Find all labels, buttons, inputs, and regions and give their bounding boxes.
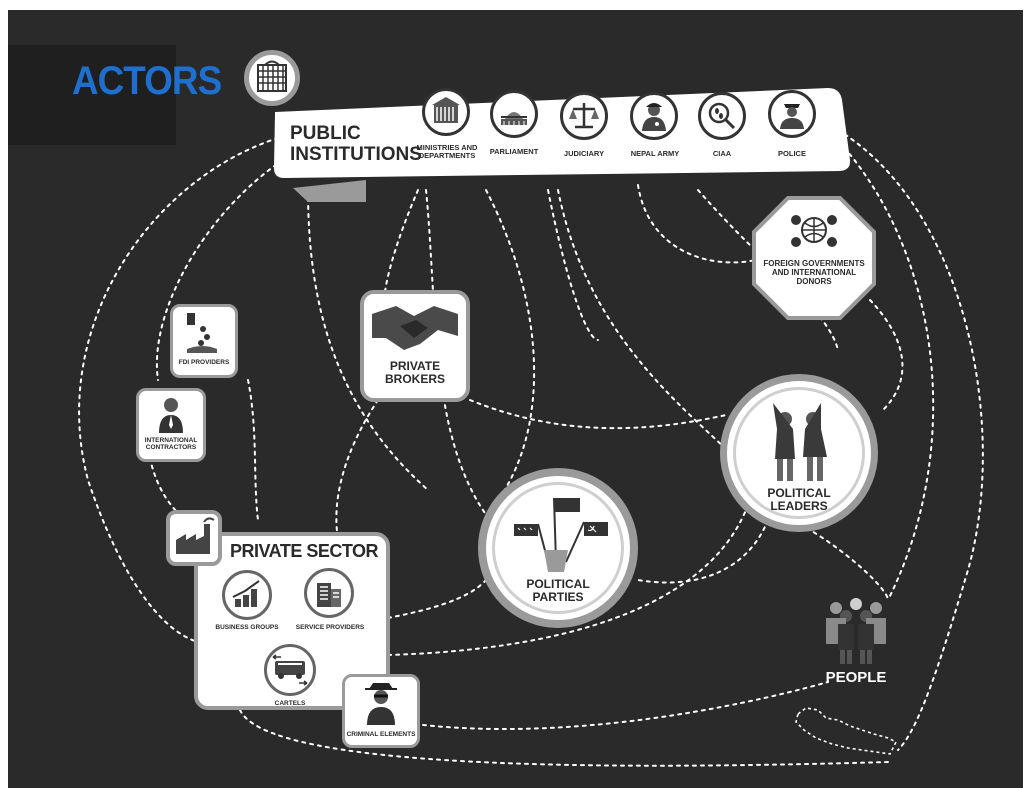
fdi-label: FDI PROVIDERS: [178, 359, 230, 366]
ciaa-label: CIAA: [712, 149, 732, 158]
factory-badge: [166, 510, 222, 566]
foreign-donors-label: FOREIGN GOVERNMENTS AND INTERNATIONAL DO…: [754, 259, 874, 286]
public-label-line1: PUBLIC: [290, 123, 361, 144]
brokers-label: PRIVATE BROKERS: [364, 359, 466, 387]
fdi-providers-card: FDI PROVIDERS: [170, 304, 238, 378]
ministries-label-line1: MINISTRIES AND: [416, 143, 478, 152]
brokers-line2: BROKERS: [384, 372, 445, 387]
contractors-line2: CONTRACTORS: [145, 444, 197, 452]
cartels-label: CARTELS: [274, 700, 306, 707]
public-label-line2: INSTITUTIONS: [290, 143, 422, 165]
foreign-donors-octagon: [752, 196, 876, 320]
diagram-canvas: ACTORS PUBLIC INSTITUTIONS MINISTRIES AN…: [8, 10, 1023, 788]
parties-inner-ring: [492, 482, 624, 614]
parties-line1: POLITICAL: [526, 577, 590, 591]
parliament-label: PARLIAMENT: [489, 147, 539, 156]
private-brokers-card: PRIVATE BROKERS: [360, 290, 470, 402]
globe-currency-icon: [791, 215, 837, 247]
handshake-icon: [372, 306, 458, 350]
businessman-icon: [159, 398, 183, 433]
flags-icon: [514, 497, 608, 572]
title-block: ACTORS: [8, 45, 222, 145]
public-institutions-icon: [244, 50, 300, 106]
parliament-icon: [490, 90, 538, 138]
people-group-icon: [826, 598, 886, 664]
political-parties-circle: POLITICAL PARTIES: [478, 468, 638, 628]
leaders-line1: POLITICAL: [767, 486, 831, 500]
ministries-label-line2: DEPARTMENTS: [418, 151, 476, 161]
leaders-line2: LEADERS: [770, 499, 828, 514]
foreign-line2: AND INTERNATIONAL: [771, 267, 857, 277]
ministries-label: MINISTRIES AND DEPARTMENTS: [410, 143, 484, 161]
bus-icon: [264, 644, 316, 696]
police-officer-icon: [768, 90, 816, 138]
business-growth-icon: [222, 570, 272, 620]
international-contractors-card: INTERNATIONAL CONTRACTORS: [136, 388, 206, 462]
office-buildings-icon: [304, 568, 354, 618]
parties-label: POLITICAL PARTIES: [486, 577, 630, 605]
service-providers-label: SERVICE PROVIDERS: [295, 624, 365, 631]
private-sector-title: PRIVATE SECTOR: [230, 541, 379, 561]
page-title: ACTORS: [72, 59, 222, 103]
contractors-label: INTERNATIONAL CONTRACTORS: [139, 437, 203, 451]
foreign-line1: FOREIGN GOVERNMENTS: [763, 259, 865, 268]
people-label: PEOPLE: [825, 669, 887, 686]
factory-icon: [176, 517, 215, 554]
judiciary-label: JUDICIARY: [563, 149, 605, 158]
police-label: POLICE: [778, 149, 806, 158]
criminal-label: CRIMINAL ELEMENTS: [346, 731, 416, 738]
raised-hands-leaders-icon: [773, 403, 827, 481]
scales-icon: [560, 92, 608, 140]
nepal-army-label: NEPAL ARMY: [630, 149, 680, 158]
public-institutions-label: PUBLIC INSTITUTIONS: [290, 123, 422, 166]
leaders-label: POLITICAL LEADERS: [727, 486, 871, 514]
ministry-building-icon: [422, 88, 470, 136]
masked-criminal-icon: [365, 683, 397, 725]
coins-hand-icon: [187, 313, 217, 353]
leaders-inner-ring: [733, 387, 865, 519]
political-leaders-circle: POLITICAL LEADERS: [720, 374, 878, 532]
business-groups-label: BUSINESS GROUPS: [215, 624, 279, 631]
nepal-map-outline: [795, 707, 898, 755]
soldier-icon: [630, 92, 678, 140]
contractors-line1: INTERNATIONAL: [144, 437, 198, 444]
footprint-magnifier-icon: [698, 92, 746, 140]
criminal-elements-card: CRIMINAL ELEMENTS: [342, 674, 420, 748]
parties-line2: PARTIES: [532, 590, 584, 605]
foreign-line3: DONORS: [796, 276, 832, 286]
brokers-line1: PRIVATE: [389, 359, 441, 373]
